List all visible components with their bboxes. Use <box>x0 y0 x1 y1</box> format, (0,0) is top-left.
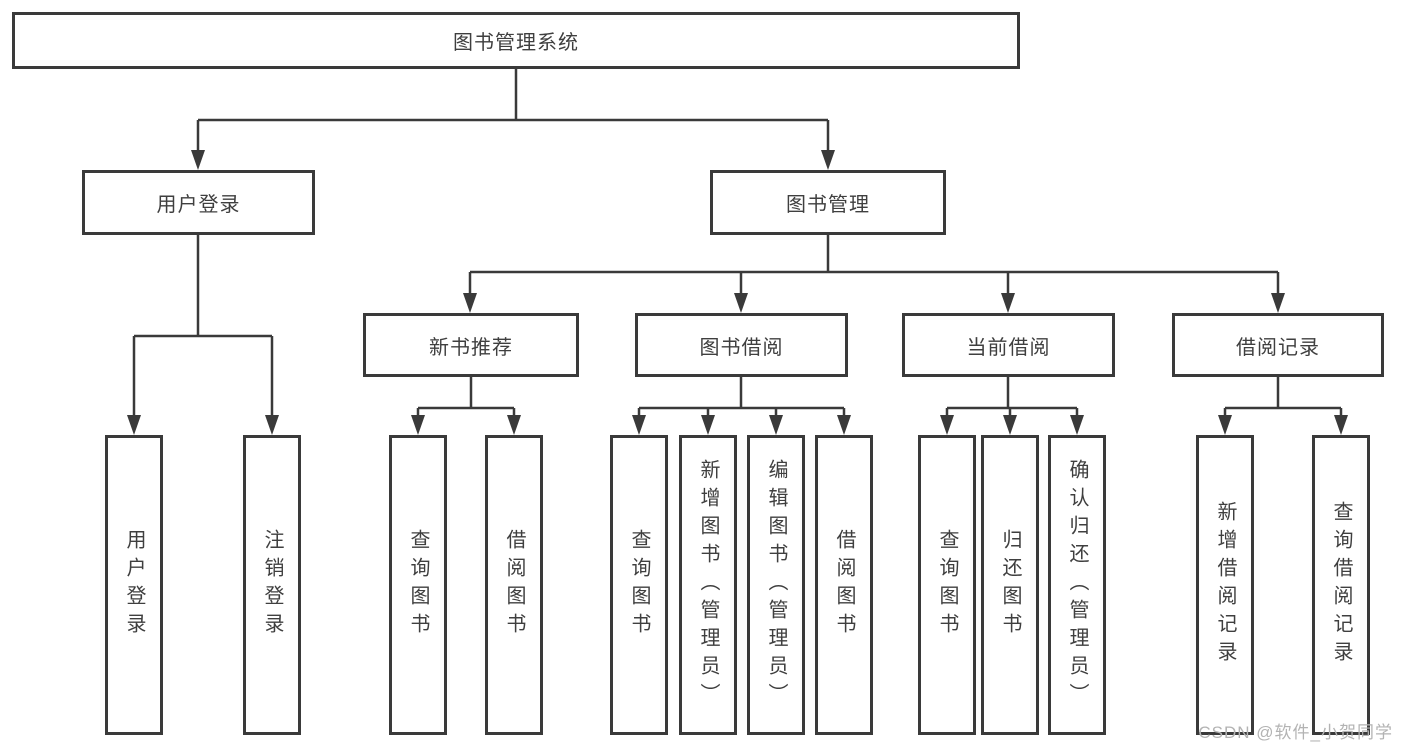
module-current-borrow: 当前借阅 <box>902 313 1115 377</box>
leaf-query-borrow-record: 查询借阅记录 <box>1312 435 1370 735</box>
leaf-label: 查询图书 <box>936 529 958 641</box>
leaf-add-books-admin: 新增图书（管理员） <box>679 435 737 735</box>
leaf-label: 新增图书（管理员） <box>697 459 719 711</box>
module-borrow-records: 借阅记录 <box>1172 313 1384 377</box>
branch-user-login: 用户登录 <box>82 170 315 235</box>
arrowheads <box>127 150 1348 435</box>
module-new-book-recommend: 新书推荐 <box>363 313 579 377</box>
csdn-watermark: CSDN @软件_小贺同学 <box>1198 723 1393 742</box>
leaf-borrow-books: 借阅图书 <box>815 435 873 735</box>
leaf-label: 新增借阅记录 <box>1214 501 1236 669</box>
module-label: 新书推荐 <box>429 336 513 359</box>
leaf-label: 编辑图书（管理员） <box>765 459 787 711</box>
branch-book-management: 图书管理 <box>710 170 946 235</box>
leaf-query-books-current: 查询图书 <box>918 435 976 735</box>
leaf-query-books-newbook: 查询图书 <box>389 435 447 735</box>
leaf-label: 借阅图书 <box>503 529 525 641</box>
leaf-logout: 注销登录 <box>243 435 301 735</box>
leaf-label: 查询图书 <box>628 529 650 641</box>
leaf-borrow-books-newbook: 借阅图书 <box>485 435 543 735</box>
module-label: 借阅记录 <box>1236 336 1320 359</box>
module-book-borrow: 图书借阅 <box>635 313 848 377</box>
module-label: 当前借阅 <box>966 336 1051 359</box>
root-node-label: 图书管理系统 <box>453 32 579 54</box>
leaf-label: 注销登录 <box>261 529 283 641</box>
leaf-label: 归还图书 <box>999 529 1021 641</box>
leaf-label: 用户登录 <box>123 529 145 641</box>
leaf-query-books-borrow: 查询图书 <box>610 435 668 735</box>
branch-label: 图书管理 <box>786 194 870 216</box>
leaf-add-borrow-record: 新增借阅记录 <box>1196 435 1254 735</box>
leaf-confirm-return-admin: 确认归还（管理员） <box>1048 435 1106 735</box>
module-label: 图书借阅 <box>699 336 784 359</box>
leaf-return-books: 归还图书 <box>981 435 1039 735</box>
leaf-label: 确认归还（管理员） <box>1066 459 1088 711</box>
leaf-label: 查询图书 <box>407 529 429 641</box>
root-node-system: 图书管理系统 <box>12 12 1020 69</box>
leaf-label: 借阅图书 <box>833 529 855 641</box>
leaf-label: 查询借阅记录 <box>1330 501 1352 669</box>
branch-label: 用户登录 <box>156 194 241 216</box>
leaf-edit-books-admin: 编辑图书（管理员） <box>747 435 805 735</box>
leaf-user-login: 用户登录 <box>105 435 163 735</box>
